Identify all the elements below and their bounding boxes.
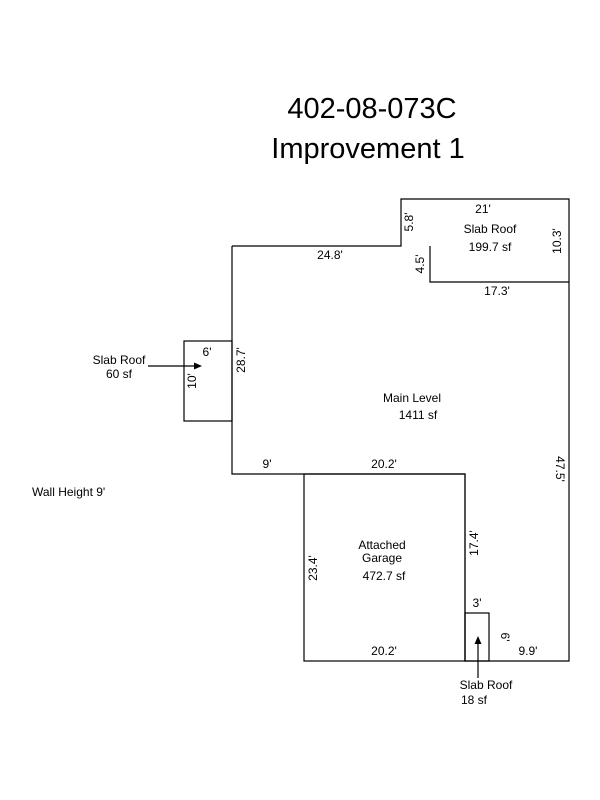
slab-roof-left-outline <box>183 340 233 422</box>
dim-slab-tr-left-upper: 5.8' <box>402 213 416 232</box>
dim-slab-b-side: 6' <box>498 633 512 642</box>
dim-slab-tr-left-lower: 4.5' <box>413 255 427 274</box>
dim-slab-l-side: 10' <box>185 373 199 389</box>
garage-name-line2: Garage <box>362 551 402 565</box>
dim-main-bottom-right: 9.9' <box>519 644 538 658</box>
slab-roof-bottom-arrowhead <box>474 636 482 644</box>
slab-roof-bottom-area: 18 sf <box>461 693 488 707</box>
dim-slab-l-top: 6' <box>203 345 212 359</box>
main-level-name: Main Level <box>383 391 441 405</box>
slab-roof-left-area: 60 sf <box>106 367 133 381</box>
dim-slab-b-top: 3' <box>473 596 482 610</box>
dim-slab-tr-right: 10.3' <box>550 228 564 254</box>
dim-garage-right: 17.4' <box>467 530 481 556</box>
dim-slab-tr-top: 21' <box>475 202 491 216</box>
slab-roof-top-right-area: 199.7 sf <box>469 240 512 254</box>
dim-main-step: 9' <box>263 457 272 471</box>
dim-main-left: 28.7' <box>234 347 248 373</box>
main-level-area: 1411 sf <box>399 408 438 422</box>
slab-roof-left-name: Slab Roof <box>93 353 146 367</box>
garage-outline <box>303 473 466 662</box>
slab-roof-top-right-outline <box>429 246 569 283</box>
dim-garage-top: 20.2' <box>371 457 397 471</box>
parcel-id-title: 402-08-073C <box>287 93 456 125</box>
main-level-outline <box>231 198 570 662</box>
slab-roof-left-arrowhead <box>194 362 202 370</box>
dim-garage-left: 23.4' <box>306 555 320 581</box>
dim-main-top: 24.8' <box>317 248 343 262</box>
slab-roof-bottom-outline <box>464 612 490 662</box>
dim-slab-tr-bottom: 17.3' <box>484 284 510 298</box>
garage-area: 472.7 sf <box>363 569 406 583</box>
slab-roof-bottom-name: Slab Roof <box>460 678 513 692</box>
garage-name-line1: Attached <box>358 538 405 552</box>
improvement-title: Improvement 1 <box>271 133 464 165</box>
dim-garage-bottom: 20.2' <box>371 644 397 658</box>
wall-height-label: Wall Height 9' <box>32 485 105 499</box>
dim-main-right: 47.5' <box>553 456 567 482</box>
slab-roof-top-right-name: Slab Roof <box>464 222 517 236</box>
